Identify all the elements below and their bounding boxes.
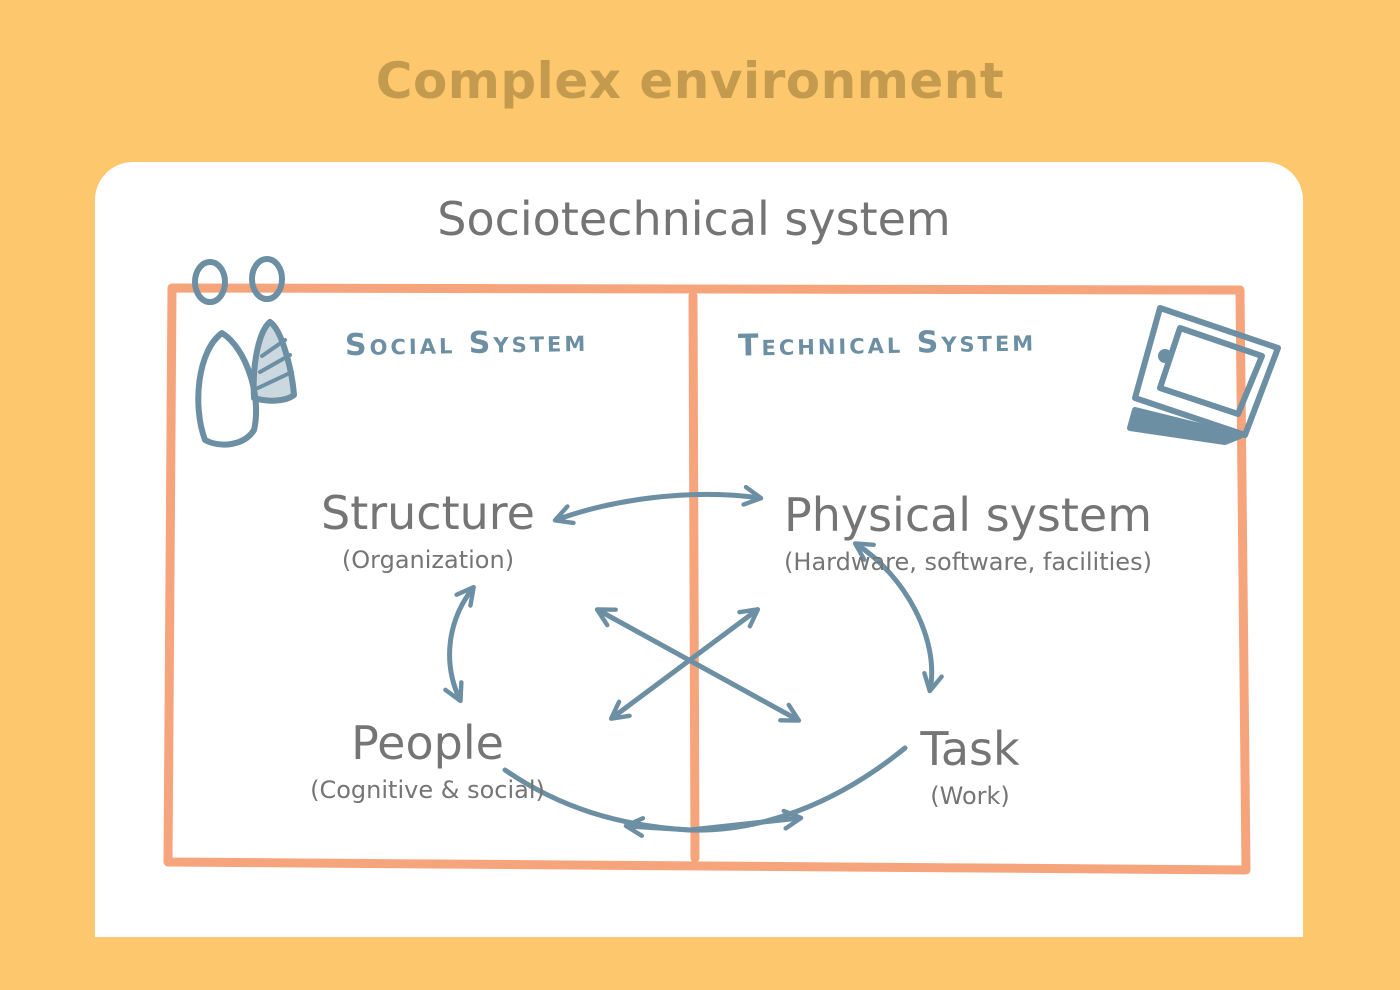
node-structure-sub: (Organization) <box>341 546 515 574</box>
technical-system-title: Technical System <box>737 323 1037 364</box>
system-frame <box>163 283 1251 875</box>
node-structure-label: Structure <box>321 486 535 540</box>
relationship-arrows <box>443 484 944 838</box>
node-structure: Structure (Organization) <box>297 486 559 576</box>
node-physical-sub: (Hardware, software, facilities) <box>784 548 1152 576</box>
social-system-title: Social System <box>344 323 589 364</box>
node-physical: Physical system (Hardware, software, fac… <box>756 488 1180 578</box>
environment-title: Complex environment <box>375 52 1005 110</box>
people-icon <box>192 256 297 448</box>
node-task-sub: (Work) <box>930 782 1010 810</box>
node-people-label: People <box>351 716 504 770</box>
node-task-label: Task <box>920 722 1020 776</box>
node-people-sub: (Cognitive & social) <box>310 776 545 804</box>
node-task: Task (Work) <box>890 722 1050 812</box>
node-people: People (Cognitive & social) <box>285 716 570 806</box>
system-title: Sociotechnical system <box>437 192 951 246</box>
laptop-icon <box>1127 305 1281 445</box>
node-physical-label: Physical system <box>783 488 1153 542</box>
